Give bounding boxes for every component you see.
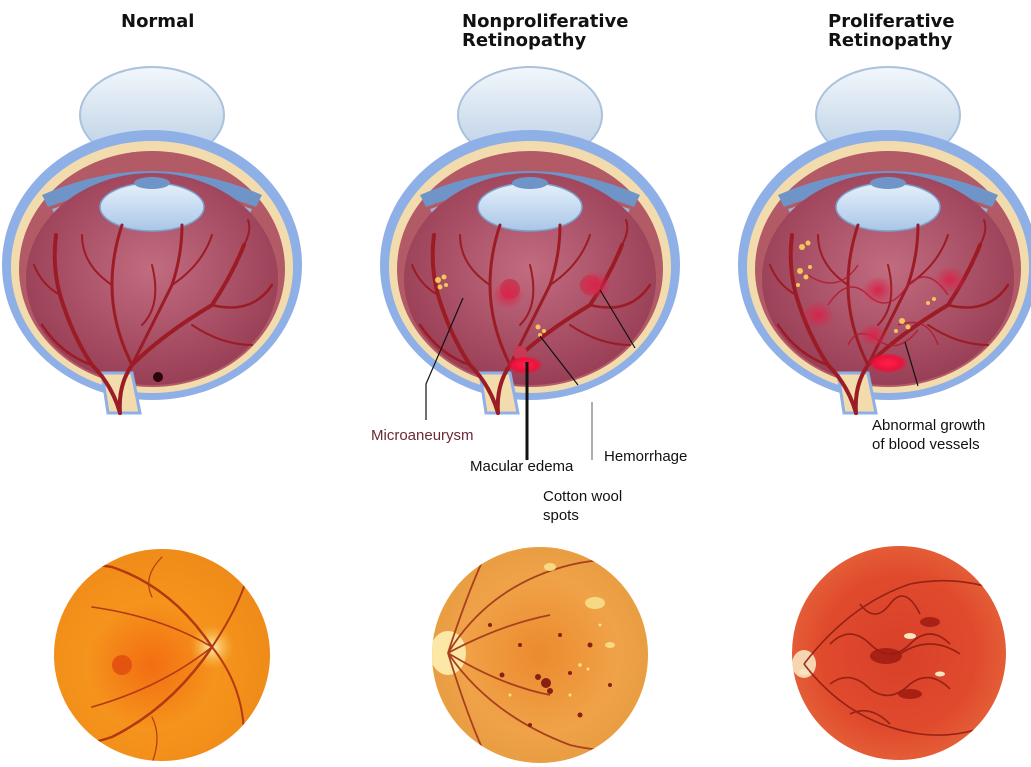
eye-proliferative <box>738 67 1031 413</box>
fundus-nonproliferative <box>430 545 650 765</box>
eye-nonproliferative <box>380 67 680 413</box>
fundus-proliferative <box>790 544 1008 762</box>
label-abnormal-growth-line1: Abnormal growth <box>872 416 985 435</box>
label-macular-edema: Macular edema <box>470 457 573 476</box>
label-cotton-wool-line1: Cotton wool <box>543 487 622 506</box>
macula-spot <box>153 372 163 382</box>
label-abnormal-growth: Abnormal growth of blood vessels <box>872 416 985 454</box>
fundus-normal <box>52 547 272 763</box>
label-microaneurysm: Microaneurysm <box>371 426 474 445</box>
label-cotton-wool: Cotton wool spots <box>543 487 622 525</box>
label-cotton-wool-line2: spots <box>543 506 622 525</box>
macular-edema-mark <box>507 356 543 374</box>
label-abnormal-growth-line2: of blood vessels <box>872 435 985 454</box>
fovea <box>112 655 132 675</box>
eye-normal <box>2 67 302 413</box>
label-hemorrhage: Hemorrhage <box>604 447 687 466</box>
